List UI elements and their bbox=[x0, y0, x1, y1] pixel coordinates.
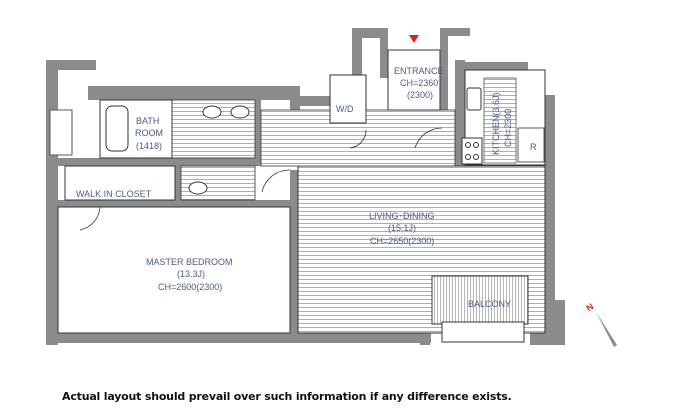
washer-dryer bbox=[329, 74, 367, 124]
washer-dryer-label: W/D bbox=[336, 104, 354, 114]
master-bedroom-ceiling-height: CH=2600(2300) bbox=[158, 282, 222, 292]
kitchen-sink-icon bbox=[466, 87, 482, 111]
sink-icon bbox=[202, 105, 222, 119]
stove-icon bbox=[461, 137, 483, 165]
refrigerator bbox=[517, 127, 545, 163]
bathroom-size: (1418) bbox=[136, 141, 162, 151]
walk-in-closet-label: WALK IN CLOSET bbox=[76, 189, 152, 199]
balcony-bench bbox=[441, 321, 525, 343]
refrigerator-label: R bbox=[530, 142, 537, 152]
north-label: N bbox=[584, 301, 595, 313]
balcony-label: BALCONY bbox=[468, 299, 511, 309]
entrance-ceiling-height: CH=2360 bbox=[400, 78, 438, 88]
living-dining-ceiling-height: CH=2650(2300) bbox=[370, 236, 434, 246]
kitchen-label: KITCHEN(3.6J) bbox=[491, 92, 501, 155]
walk-in-closet-floor bbox=[64, 165, 176, 201]
doors bbox=[79, 127, 443, 231]
disclaimer-caption: Actual layout should prevail over such i… bbox=[62, 390, 512, 403]
sink-icon bbox=[230, 105, 250, 119]
master-bedroom-floor bbox=[57, 206, 291, 334]
north-compass-icon: N bbox=[584, 301, 617, 347]
kitchen-counter bbox=[483, 77, 517, 164]
entrance-floor bbox=[387, 49, 441, 111]
bathtub-icon bbox=[105, 105, 129, 152]
kitchen-ceiling-height: CH=2300 bbox=[503, 109, 513, 147]
living-dining-size: (15.1J) bbox=[388, 223, 416, 233]
living-dining-label: LIVING･DINING bbox=[369, 211, 435, 221]
window-left bbox=[49, 109, 73, 156]
master-bedroom-label: MASTER BEDROOM bbox=[146, 257, 233, 267]
bathroom-label-2: ROOM bbox=[135, 128, 163, 138]
bathroom-label: BATH bbox=[136, 116, 159, 126]
entrance-ceiling-height-2: (2300) bbox=[407, 90, 433, 100]
entrance-marker-icon bbox=[409, 35, 419, 43]
master-bedroom-size: (13.3J) bbox=[177, 269, 205, 279]
entrance-label: ENTRANCE bbox=[394, 66, 444, 76]
toilet-icon bbox=[188, 181, 208, 195]
